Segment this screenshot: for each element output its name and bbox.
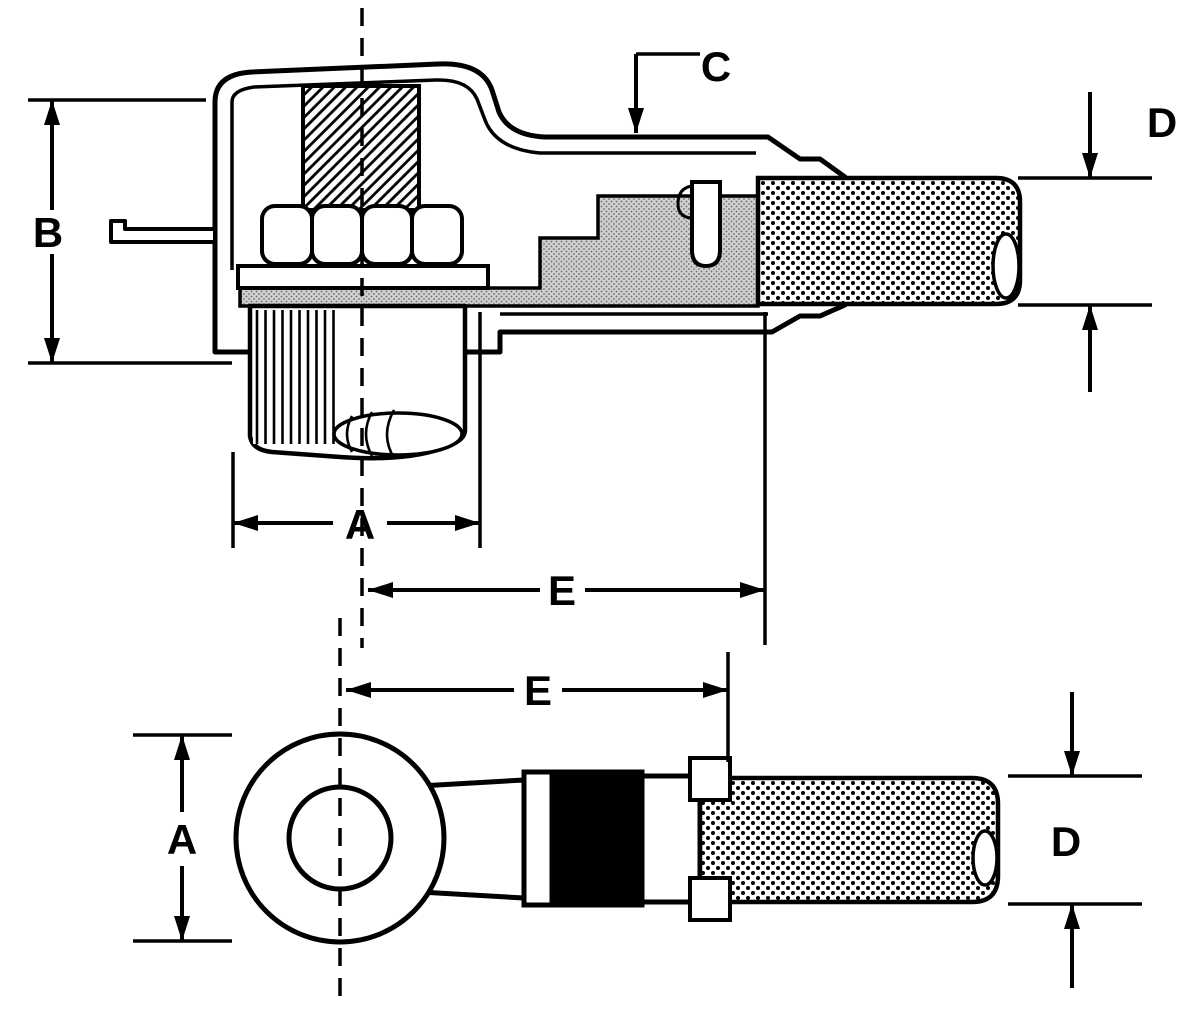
- clamp-tab-top: [688, 756, 732, 802]
- sleeve-band-black: [549, 769, 645, 908]
- crimp-finger: [690, 180, 722, 269]
- dim-label-b: B: [33, 209, 63, 256]
- boot-inner-wall-top: [230, 78, 756, 270]
- bushing-face-shading: [345, 409, 396, 459]
- nut-facet: [260, 204, 314, 266]
- left-vent-tab: [109, 219, 217, 244]
- dimension-b: B: [28, 98, 232, 365]
- cable-braid-bottom-view: [697, 775, 1001, 905]
- dimension-a-bottom: A: [133, 733, 232, 943]
- dimension-e-bottom: E: [346, 652, 730, 762]
- dim-label-d-top: D: [1147, 99, 1177, 146]
- nut-facet: [410, 204, 464, 266]
- sleeve-band-white: [521, 769, 555, 908]
- conductor-end: [971, 829, 999, 887]
- dim-label-c: C: [701, 43, 731, 90]
- top-view-cross-section: B C D A E: [28, 8, 1177, 648]
- bushing-bottom-face: [332, 411, 464, 457]
- dim-label-d-bottom: D: [1051, 818, 1081, 865]
- dimension-d-bottom: D: [1008, 692, 1142, 988]
- braid-body: [697, 775, 1001, 905]
- dimension-d-top: D: [1018, 92, 1177, 392]
- dimension-e-top: E: [368, 312, 767, 645]
- conductor-end: [991, 232, 1021, 300]
- clamp-tab-bottom: [688, 876, 732, 922]
- dim-label-a-top: A: [345, 501, 375, 548]
- nut-facet: [360, 204, 414, 266]
- lower-bushing: [247, 303, 468, 461]
- dim-label-a-bottom: A: [167, 816, 197, 863]
- dimension-a-top: A: [231, 312, 482, 548]
- bushing-thread-lines: [253, 310, 337, 444]
- dim-label-e-bottom: E: [524, 667, 552, 714]
- crimp-curl: [676, 184, 693, 220]
- hex-nut: [260, 204, 464, 266]
- cable-braid-top-view: [755, 175, 1023, 307]
- braid-body: [755, 175, 1023, 307]
- bottom-view-ring-terminal: E A D: [133, 618, 1142, 998]
- nut-facet: [310, 204, 364, 266]
- dimension-c: C: [628, 43, 731, 133]
- dim-label-e-top: E: [548, 567, 576, 614]
